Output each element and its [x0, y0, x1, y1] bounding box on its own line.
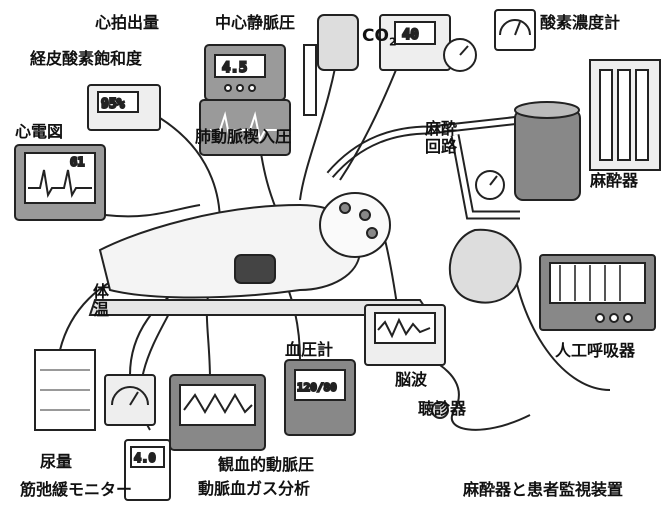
ecg-monitor: 61 [14, 144, 106, 221]
label-cvp: 中心静脈圧 [215, 13, 296, 32]
label-pcwp: 肺動脈楔入圧 [195, 127, 292, 146]
nmt-readout: 4.0 [134, 451, 156, 465]
o2-meter [494, 9, 536, 51]
nmt-monitor: 4.0 [124, 439, 171, 501]
label-arterial: 観血的動脈圧 [218, 455, 315, 474]
ecg-readout: 61 [70, 155, 84, 169]
thermometer [104, 374, 156, 426]
label-eeg: 脳波 [395, 370, 428, 389]
cvp-bag [303, 14, 359, 116]
ventilator [539, 254, 656, 331]
label-circuit: 麻酔回路 [425, 119, 458, 156]
spo2-monitor: 95% [87, 84, 161, 131]
co-readout: 4.5 [222, 60, 247, 76]
label-anesthesia-machine: 麻酔器 [590, 171, 639, 190]
caption: 麻酔器と患者監視装置 [463, 480, 624, 499]
anesthesia-machine [514, 59, 661, 201]
label-o2-meter: 酸素濃度計 [540, 13, 621, 32]
co-monitor: 4.5 [199, 44, 291, 156]
co2-readout: 40 [402, 27, 419, 43]
stethoscope [431, 401, 449, 419]
label-ventilator: 人工呼吸器 [555, 341, 636, 360]
spo2-readout: 95% [101, 97, 125, 112]
label-bp-monitor: 血圧計 [285, 340, 334, 359]
bp-readout: 120/80 [297, 381, 337, 394]
circuit-gauge [475, 170, 505, 200]
urine-bag [34, 349, 96, 431]
label-ecg: 心電図 [15, 122, 64, 141]
co2-line [339, 59, 401, 181]
eeg-monitor [364, 304, 446, 366]
label-stethoscope: 聴診器 [418, 399, 467, 418]
co2-monitor: 40 [379, 14, 477, 72]
label-blood-gas: 動脈血ガス分析 [198, 479, 311, 498]
label-temperature: 体温 [92, 282, 109, 319]
label-nmt: 筋弛緩モニター [20, 480, 133, 499]
label-cardiac-output: 心拍出量 [95, 13, 160, 32]
bp-monitor: 120/80 [284, 359, 356, 436]
label-urine: 尿量 [40, 452, 73, 471]
patient [88, 192, 432, 316]
arterial-monitor [169, 374, 266, 451]
label-co2: CO2 [362, 26, 397, 49]
label-spo2: 経皮酸素飽和度 [30, 49, 143, 68]
reservoir-bag [448, 228, 522, 304]
ecg-cable [104, 204, 201, 218]
